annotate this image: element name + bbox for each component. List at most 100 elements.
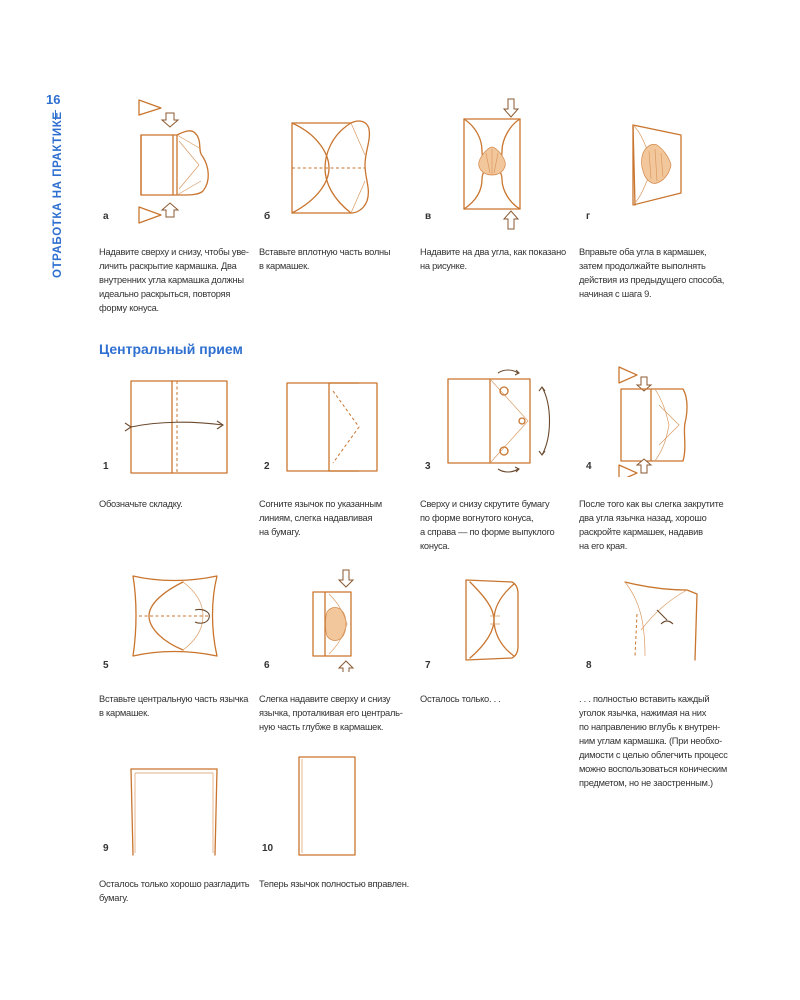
step-5-illustration (132, 575, 218, 657)
step-6-caption: Слегка надавите сверху и снизу язычка, п… (259, 692, 417, 734)
step-9-label: 9 (103, 843, 109, 854)
step-3-label: 3 (425, 461, 431, 472)
step-2-label: 2 (264, 461, 270, 472)
caption-line: на рисунке. (420, 261, 467, 271)
caption-line: по направлению вглубь к внутрен- (579, 722, 720, 732)
step-g-label: г (586, 211, 591, 222)
step-g-illustration (632, 124, 682, 206)
caption-line: идеально раскрыться, повторяя (99, 289, 231, 299)
caption-line: по форме вогнутого конуса, (420, 513, 534, 523)
step-v: в Надавите на два угла, как показано на … (420, 95, 580, 325)
caption-line: язычка, проталкивая его централь- (259, 708, 403, 718)
step-9-caption: Осталось только хорошо разгладить бумагу… (99, 877, 257, 905)
step-3-illustration (447, 369, 550, 473)
caption-line: можно воспользоваться коническим (579, 764, 727, 774)
caption-line: в кармашек. (259, 261, 310, 271)
step-a-illustration (138, 99, 209, 224)
caption-line: предметом, но не заостренным.) (579, 778, 713, 788)
step-10: 10 Теперь язычок полностью вправлен. (259, 755, 419, 915)
step-2: 2 Согните язычок по указанным линиям, сл… (259, 365, 419, 545)
step-7: 7 Осталось только. . . (420, 560, 580, 750)
step-8-label: 8 (586, 660, 592, 671)
step-8-illustration (624, 581, 698, 661)
caption-line: линиям, слегка надавливая (259, 513, 373, 523)
step-2-caption: Согните язычок по указанным линиям, слег… (259, 497, 417, 539)
step-7-caption: Осталось только. . . (420, 692, 578, 706)
step-b-illustration (291, 120, 371, 214)
step-b-caption: Вставьте вплотную часть волны в кармашек… (259, 245, 417, 273)
step-5-caption: Вставьте центральную часть язычка в карм… (99, 692, 257, 720)
caption-line: Надавите на два угла, как показано (420, 247, 566, 257)
step-1-label: 1 (103, 461, 109, 472)
step-4-label: 4 (586, 461, 592, 472)
section-title-vertical: ОТРАБОТКА НА ПРАКТИКЕ (52, 111, 64, 278)
caption-line: Осталось только. . . (420, 694, 501, 704)
caption-line: Вставьте центральную часть язычка (99, 694, 249, 704)
caption-line: Согните язычок по указанным (259, 499, 382, 509)
caption-line: конуса. (420, 541, 450, 551)
step-6-illustration (312, 569, 355, 672)
page-number: 16 (46, 92, 61, 107)
caption-line: Сверху и снизу скрутите бумагу (420, 499, 550, 509)
caption-line: два угла язычка назад, хорошо (579, 513, 707, 523)
step-10-label: 10 (262, 843, 274, 854)
step-9: 9 Осталось только хорошо разгладить бума… (99, 755, 259, 915)
caption-line: Осталось только хорошо разгладить (99, 879, 250, 889)
caption-line: ную часть глубже в кармашек. (259, 722, 384, 732)
step-b-label: б (264, 211, 271, 222)
caption-line: димости с целью облегчить процесс (579, 750, 728, 760)
step-v-label: в (425, 211, 432, 222)
caption-line: ним углам кармашка. (При необхо- (579, 736, 722, 746)
step-8-caption: . . . полностью вставить каждый уголок я… (579, 692, 737, 790)
step-4-illustration (618, 366, 688, 477)
caption-line: в кармашек. (99, 708, 150, 718)
step-6: 6 Слегка надавите сверху и снизу язычка,… (259, 560, 419, 750)
step-7-illustration (465, 579, 519, 661)
caption-line: Обозначьте складку. (99, 499, 183, 509)
step-8: 8 . . . полностью вставить каждый уголок… (579, 560, 739, 788)
caption-line: После того как вы слегка закрутите (579, 499, 724, 509)
caption-line: затем продолжайте выполнять (579, 261, 706, 271)
step-1-caption: Обозначьте складку. (99, 497, 257, 511)
caption-line: на его края. (579, 541, 628, 551)
step-a-label: а (103, 211, 109, 222)
caption-line: действия из предыдущего способа, (579, 275, 725, 285)
step-v-illustration (463, 98, 521, 230)
step-1-illustration (124, 380, 228, 474)
step-3-caption: Сверху и снизу скрутите бумагу по форме … (420, 497, 578, 553)
caption-line: Теперь язычок полностью вправлен. (259, 879, 409, 889)
step-g-caption: Вправьте оба угла в кармашек, затем прод… (579, 245, 737, 301)
caption-line: уголок язычка, нажимая на них (579, 708, 707, 718)
step-7-label: 7 (425, 660, 431, 671)
caption-line: начиная с шага 9. (579, 289, 652, 299)
step-a-caption: Надавите сверху и снизу, чтобы уве- личи… (99, 245, 257, 315)
caption-line: Вставьте вплотную часть волны (259, 247, 391, 257)
caption-line: Вправьте оба угла в кармашек, (579, 247, 707, 257)
caption-line: форму конуса. (99, 303, 159, 313)
step-9-illustration (130, 768, 218, 856)
caption-line: раскройте кармашек, надавив (579, 527, 703, 537)
step-6-label: 6 (264, 660, 270, 671)
step-v-caption: Надавите на два угла, как показано на ри… (420, 245, 578, 273)
step-1: 1 Обозначьте складку. (99, 365, 259, 545)
step-5: 5 Вставьте центральную часть язычка в ка… (99, 560, 259, 750)
step-g: г Вправьте оба угла в кармашек, затем пр… (579, 95, 739, 325)
step-4: 4 После того как вы слегка закрутите два… (579, 365, 739, 551)
caption-line: Надавите сверху и снизу, чтобы уве- (99, 247, 249, 257)
step-2-illustration (286, 382, 378, 472)
caption-line: на бумагу. (259, 527, 301, 537)
step-b: б Вставьте вплотную часть волны в кармаш… (259, 95, 419, 325)
caption-line: внутренних угла кармашка должны (99, 275, 244, 285)
step-4-caption: После того как вы слегка закрутите два у… (579, 497, 737, 553)
step-3: 3 Сверху и снизу скрутите бумагу по форм… (420, 365, 580, 551)
subheading: Центральный прием (99, 341, 243, 357)
step-10-caption: Теперь язычок полностью вправлен. (259, 877, 417, 891)
step-a: а Надавите сверху и снизу, чтобы уве- ли… (99, 95, 259, 325)
caption-line: а справа — по форме выпуклого (420, 527, 555, 537)
page-number-rule (55, 110, 56, 120)
caption-line: бумагу. (99, 893, 129, 903)
caption-line: личить раскрытие кармашка. Два (99, 261, 237, 271)
step-10-illustration (298, 756, 356, 856)
step-5-label: 5 (103, 660, 109, 671)
caption-line: Слегка надавите сверху и снизу (259, 694, 391, 704)
